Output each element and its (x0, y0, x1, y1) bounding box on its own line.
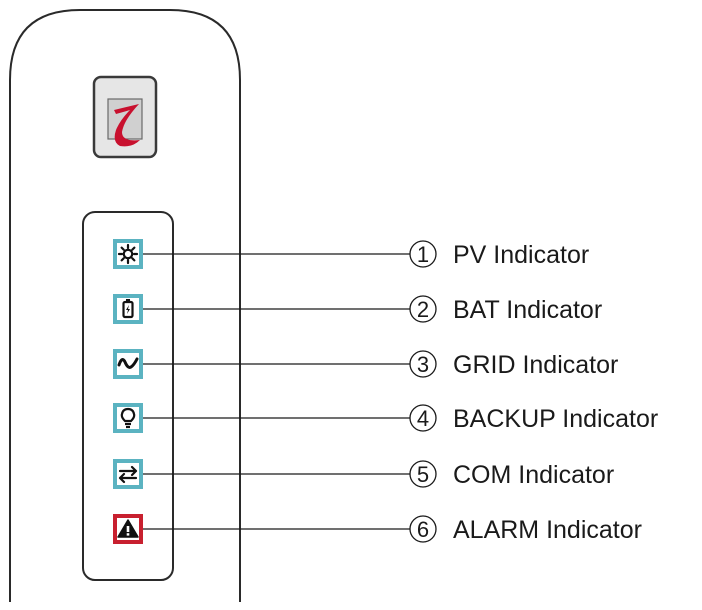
indicator-label: BACKUP Indicator (453, 405, 658, 433)
battery-indicator-light (113, 294, 143, 324)
callout-number: 3 (417, 352, 429, 377)
indicator-label: ALARM Indicator (453, 516, 642, 544)
indicator-label: COM Indicator (453, 461, 614, 489)
logo-button (92, 75, 158, 159)
sun-icon (117, 243, 139, 265)
indicator-row: 3 GRID Indicator (113, 349, 618, 379)
battery-icon (122, 299, 134, 319)
callout-number: 1 (417, 242, 429, 267)
sun-indicator-light (113, 239, 143, 269)
sine-wave-icon (117, 357, 139, 369)
logo-icon (114, 104, 140, 147)
callout-number-circle (409, 240, 437, 268)
indicator-row: 4 BACKUP Indicator (113, 403, 658, 433)
exchange-arrows-indicator-light (113, 459, 143, 489)
callout-number-circle (409, 515, 437, 543)
callout-number-circle (409, 295, 437, 323)
lightbulb-indicator-light (113, 403, 143, 433)
callout-number-circle (409, 460, 437, 488)
indicator-row: 1 PV Indicator (113, 239, 589, 269)
callout-number: 2 (417, 297, 429, 322)
lightbulb-icon (120, 407, 136, 429)
indicator-row: 6 ALARM Indicator (113, 514, 642, 544)
warning-triangle-icon (117, 519, 139, 538)
indicator-label: GRID Indicator (453, 351, 618, 379)
sine-wave-indicator-light (113, 349, 143, 379)
callout-number-circle (409, 350, 437, 378)
callout-number: 6 (417, 517, 429, 542)
callout-number-circle (409, 404, 437, 432)
warning-triangle-indicator-light (113, 514, 143, 544)
indicator-row: 5 COM Indicator (113, 459, 614, 489)
indicator-row: 2 BAT Indicator (113, 294, 602, 324)
indicator-label: PV Indicator (453, 241, 589, 269)
exchange-arrows-icon (118, 465, 138, 484)
callout-number: 5 (417, 462, 429, 487)
indicator-panel (82, 211, 174, 581)
device-body (9, 9, 241, 602)
indicator-label: BAT Indicator (453, 296, 602, 324)
callout-number: 4 (417, 406, 429, 431)
